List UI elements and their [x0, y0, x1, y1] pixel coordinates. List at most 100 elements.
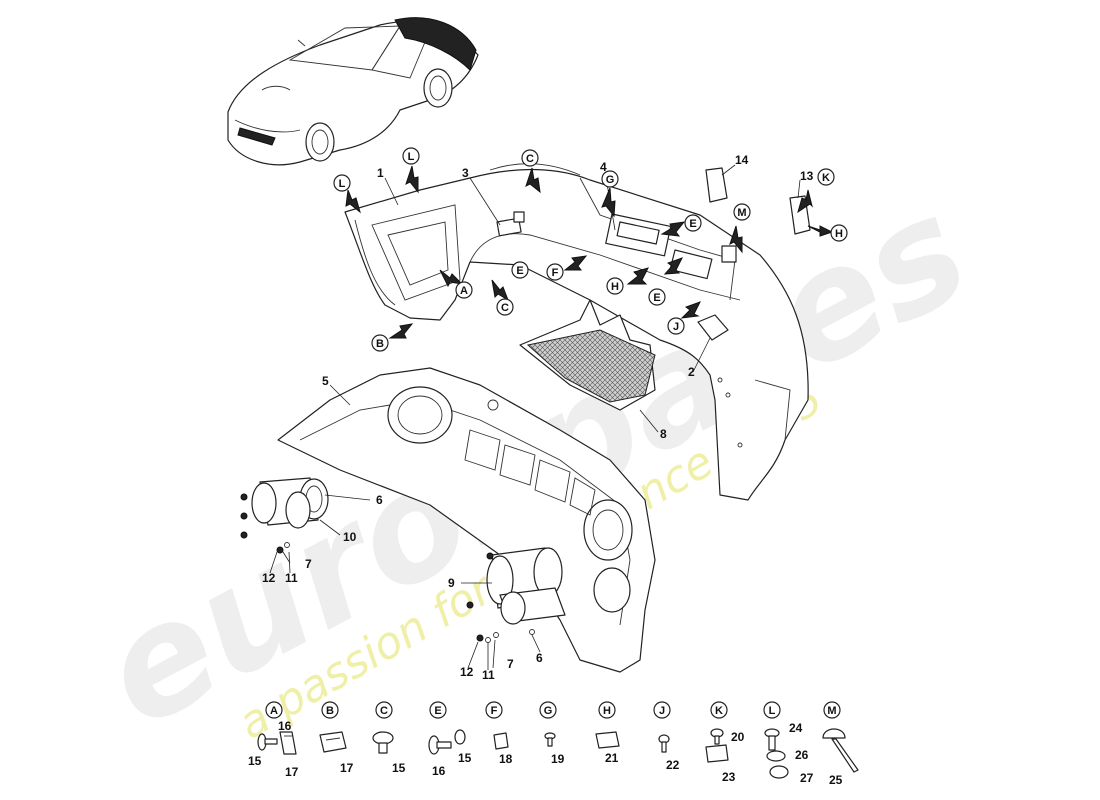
svg-text:F: F — [552, 267, 559, 279]
svg-text:E: E — [434, 705, 441, 717]
svg-text:E: E — [689, 218, 696, 230]
legend-A-item-16: 16 — [278, 719, 292, 733]
legend-K: K 20 23 — [705, 701, 745, 784]
legend-L-item-24: 24 — [789, 721, 803, 735]
svg-text:C: C — [526, 153, 534, 165]
callout-J: J — [667, 317, 685, 335]
svg-text:E: E — [653, 292, 660, 304]
part-label-10: 10 — [343, 530, 357, 544]
part-label-3: 3 — [462, 166, 469, 180]
svg-text:J: J — [659, 705, 665, 717]
callout-G: G — [601, 170, 619, 188]
part-label-6b: 6 — [536, 651, 543, 665]
legend-J: J 22 — [653, 701, 680, 772]
svg-text:H: H — [835, 228, 843, 240]
legend-M: M 25 — [822, 701, 859, 787]
legend-L-item-27: 27 — [800, 771, 814, 785]
callout-L-1: L — [333, 174, 351, 192]
svg-text:E: E — [516, 265, 523, 277]
callout-A: A — [455, 281, 473, 299]
legend-B: B 17 — [319, 701, 354, 775]
legend-G-item-19: 19 — [551, 752, 565, 766]
legend-A: A 16 15 17 — [248, 701, 299, 779]
part-label-9: 9 — [448, 576, 455, 590]
fastener-legend: A 16 15 17 B 17 C 15 E 1 — [248, 701, 859, 787]
callout-E-2: E — [684, 214, 702, 232]
rear-diffuser — [277, 367, 656, 673]
svg-text:M: M — [737, 207, 746, 219]
part-label-12b: 12 — [460, 665, 474, 679]
svg-text:F: F — [491, 705, 498, 717]
part-label-13: 13 — [800, 169, 814, 183]
part-number-labels: 1 2 3 4 5 6 6 7 7 8 9 10 11 11 12 12 13 … — [262, 153, 814, 682]
legend-J-item-22: 22 — [666, 758, 680, 772]
fasteners-left — [240, 493, 535, 643]
part-label-8: 8 — [660, 427, 667, 441]
legend-B-item-17: 17 — [340, 761, 354, 775]
part-label-12a: 12 — [262, 571, 276, 585]
callout-M: M — [733, 203, 751, 221]
svg-text:A: A — [270, 705, 278, 717]
svg-text:K: K — [822, 172, 830, 184]
svg-text:H: H — [611, 281, 619, 293]
bracket-2 — [697, 314, 729, 341]
svg-text:B: B — [326, 705, 334, 717]
legend-A-item-17: 17 — [285, 765, 299, 779]
legend-G: G 19 — [539, 701, 565, 766]
part-label-5: 5 — [322, 374, 329, 388]
svg-text:G: G — [544, 705, 553, 717]
part-label-4: 4 — [600, 160, 607, 174]
svg-text:A: A — [460, 285, 468, 297]
legend-E-item-16: 16 — [432, 764, 446, 778]
callout-H-2: H — [830, 224, 848, 242]
callout-letters: L L C C G E E E A B F H H J K M — [333, 147, 848, 352]
part-label-2: 2 — [688, 365, 695, 379]
legend-L-item-26: 26 — [795, 748, 809, 762]
car-thumbnail — [227, 17, 479, 166]
callout-C-2: C — [496, 298, 514, 316]
part-label-11b: 11 — [482, 668, 495, 682]
svg-text:L: L — [769, 705, 776, 717]
svg-text:H: H — [603, 705, 611, 717]
legend-K-item-20: 20 — [731, 730, 745, 744]
exhaust-trim-right — [486, 547, 566, 625]
legend-E-item-15: 15 — [458, 751, 472, 765]
pointer-arrows — [345, 165, 834, 339]
callout-B: B — [371, 334, 389, 352]
exhaust-trim-left — [251, 477, 329, 529]
legend-K-item-23: 23 — [722, 770, 736, 784]
svg-text:L: L — [408, 151, 415, 163]
bracket-14 — [705, 167, 728, 203]
part-label-6a: 6 — [376, 493, 383, 507]
svg-text:C: C — [501, 302, 509, 314]
legend-A-item-15: 15 — [248, 754, 262, 768]
callout-H-1: H — [606, 277, 624, 295]
legend-H-item-21: 21 — [605, 751, 619, 765]
callout-E-1: E — [511, 261, 529, 279]
mesh-grille — [519, 299, 656, 411]
part-label-7a: 7 — [305, 557, 312, 571]
part-label-14: 14 — [735, 153, 749, 167]
part-label-11a: 11 — [285, 571, 298, 585]
legend-C-item-15: 15 — [392, 761, 406, 775]
svg-text:J: J — [673, 321, 679, 333]
rear-bumper-cover — [344, 163, 809, 501]
legend-F: F 18 — [485, 701, 513, 766]
svg-text:L: L — [339, 178, 346, 190]
legend-M-item-25: 25 — [829, 773, 843, 787]
part-label-7b: 7 — [507, 657, 514, 671]
legend-H: H 21 — [595, 701, 620, 765]
callout-C-1: C — [521, 149, 539, 167]
legend-L: L 24 26 27 — [763, 701, 814, 785]
svg-text:B: B — [376, 338, 384, 350]
legend-C: C 15 — [372, 701, 406, 775]
part-label-1: 1 — [377, 166, 384, 180]
legend-E: E 16 15 — [428, 701, 472, 778]
callout-E-3: E — [648, 288, 666, 306]
callout-F: F — [546, 263, 564, 281]
svg-text:G: G — [606, 174, 615, 186]
svg-text:M: M — [827, 705, 836, 717]
legend-F-item-18: 18 — [499, 752, 513, 766]
svg-text:K: K — [715, 705, 723, 717]
